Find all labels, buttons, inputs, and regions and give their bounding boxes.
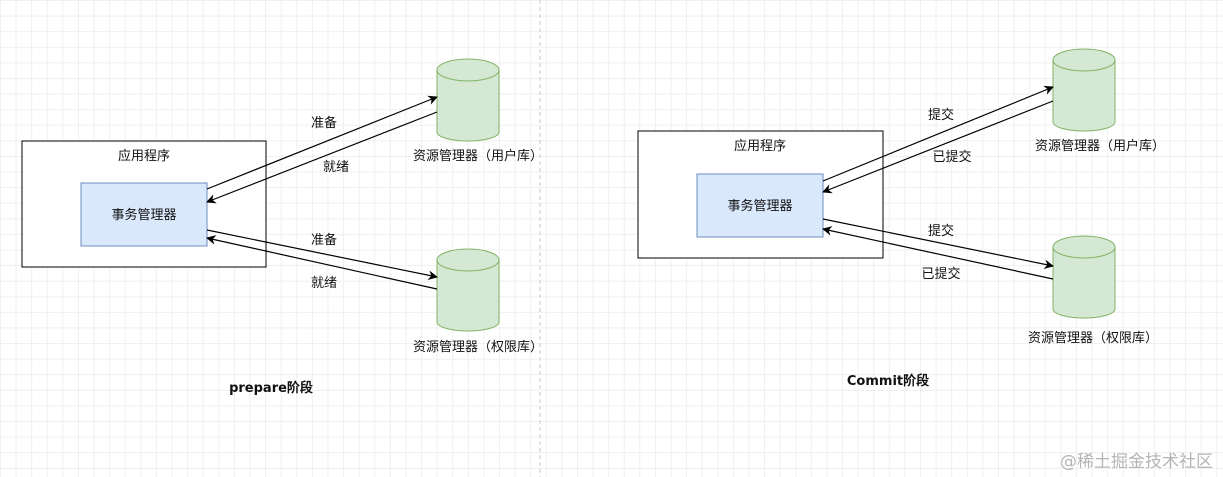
prepare-phase-title: prepare阶段 — [229, 380, 313, 396]
label-prepare-perm: 准备 — [311, 232, 337, 248]
database-permission-label: 资源管理器（权限库） — [413, 339, 543, 355]
arrow-commit-to-user — [822, 85, 1054, 182]
application-title-commit: 应用程序 — [734, 138, 786, 154]
commit-phase-group: 应用程序 事务管理器 资源管理器（用户库） 资源管理器（权限库） 提交 已提交 … — [637, 48, 1165, 389]
label-ready-perm: 就绪 — [311, 276, 337, 291]
arrow-prepare-to-user — [206, 95, 438, 190]
transaction-manager-label-commit: 事务管理器 — [727, 198, 792, 214]
database-user-label-commit: 资源管理器（用户库） — [1035, 138, 1165, 154]
label-commit-perm: 提交 — [928, 223, 954, 239]
arrow-commit-to-perm — [822, 218, 1054, 269]
database-user-label: 资源管理器（用户库） — [413, 148, 543, 164]
application-title: 应用程序 — [118, 148, 170, 164]
arrow-prepare-to-perm — [206, 229, 438, 280]
prepare-phase-group: 应用程序 事务管理器 资源管理器（用户库） 资源管理器（权限库） 准备 就绪 准… — [21, 58, 543, 396]
label-committed-perm: 已提交 — [921, 266, 960, 282]
arrow-committed-from-user — [822, 100, 1054, 194]
transaction-manager-box[interactable] — [80, 182, 208, 247]
arrow-ready-from-perm — [206, 235, 438, 290]
arrow-committed-from-perm — [822, 226, 1054, 280]
database-permission-label-commit: 资源管理器（权限库） — [1028, 330, 1158, 346]
label-committed-user: 已提交 — [932, 149, 971, 165]
database-permission-icon-commit[interactable] — [1052, 235, 1116, 319]
transaction-manager-label: 事务管理器 — [111, 207, 176, 223]
label-ready-user: 就绪 — [323, 160, 349, 175]
watermark: @稀土掘金技术社区 — [1060, 452, 1213, 472]
database-permission-icon[interactable] — [436, 248, 500, 332]
database-user-icon[interactable] — [436, 58, 500, 142]
database-user-icon-commit[interactable] — [1052, 48, 1116, 132]
transaction-manager-box-commit[interactable] — [696, 173, 824, 238]
arrow-ready-from-user — [206, 111, 438, 204]
label-commit-user: 提交 — [928, 107, 954, 123]
commit-phase-title: Commit阶段 — [847, 373, 929, 389]
label-prepare-user: 准备 — [311, 115, 337, 131]
